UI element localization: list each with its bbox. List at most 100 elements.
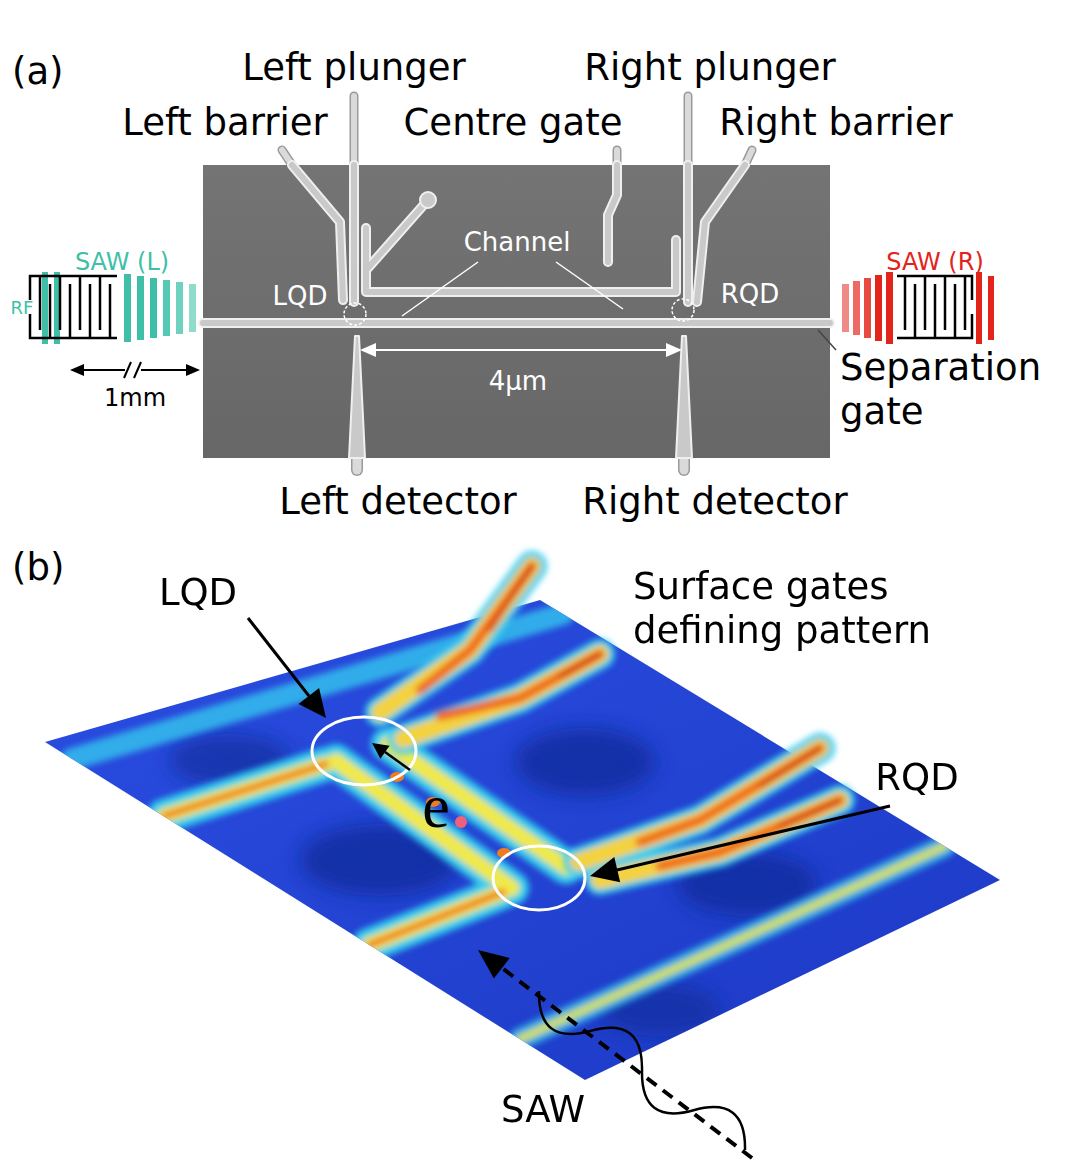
channel-gate — [368, 200, 428, 268]
gate-label: Right barrier — [719, 101, 952, 145]
left-barrier-gate — [292, 165, 343, 300]
region-label: Channel — [464, 227, 571, 258]
potential-ridge — [369, 892, 503, 945]
leader-line — [402, 262, 478, 316]
ridge-crest — [164, 764, 503, 945]
dot-label: LQD — [273, 281, 328, 312]
potential-ridge — [164, 764, 326, 816]
potential-ridge — [420, 566, 532, 690]
electron — [455, 816, 467, 828]
potential-ridge — [380, 566, 532, 712]
left-plunger-gate — [351, 165, 357, 302]
wave-bar — [875, 275, 882, 341]
arrow-head — [666, 343, 682, 357]
gate-lead — [685, 96, 691, 165]
dot-marker — [672, 299, 694, 321]
gate-label: Right detector — [582, 480, 847, 524]
interdigital-comb — [30, 276, 117, 338]
gate-ridges — [164, 744, 566, 945]
gate-lead — [678, 458, 690, 470]
gate-label: Left barrier — [122, 101, 328, 145]
signal-label: RF — [11, 297, 34, 319]
panel-label: (b) — [12, 546, 64, 590]
channel-gate — [366, 228, 676, 292]
dot-outline — [312, 717, 416, 785]
dimension-label: 1mm — [104, 384, 166, 413]
gate-lead — [680, 458, 689, 470]
wave-bar — [886, 272, 893, 344]
arrow-head — [372, 743, 390, 759]
leader-line — [556, 262, 623, 309]
interdigital-comb — [897, 276, 972, 338]
gate-pad — [420, 192, 436, 208]
potential-ridge — [780, 800, 840, 826]
arrow-head — [360, 343, 376, 357]
wave-bar — [976, 272, 982, 344]
potential-ridge — [560, 654, 600, 676]
arrow-head — [299, 688, 327, 718]
gate-lead — [351, 96, 357, 165]
potential-ridge — [369, 892, 503, 945]
wave-bar — [842, 284, 849, 332]
wave-bar — [853, 281, 860, 335]
wave-bar — [42, 272, 48, 344]
channel-wall — [336, 761, 512, 888]
gate-label: Centre gate — [404, 101, 623, 145]
panel-label: (a) — [12, 50, 64, 94]
gate-label: Right plunger — [584, 46, 835, 90]
arrow-head — [590, 857, 620, 882]
wave-bar — [988, 276, 994, 340]
transducer-right — [842, 272, 994, 344]
wave-bar — [864, 278, 871, 338]
gate-lead — [350, 96, 359, 165]
pointer-line — [617, 806, 890, 870]
surface-gates — [203, 165, 830, 458]
wave-label: SAW — [501, 1088, 585, 1132]
gate-bodies — [203, 165, 830, 323]
potential-ridge — [369, 892, 503, 945]
centre-gate — [608, 165, 617, 262]
gate-lead — [351, 458, 363, 470]
gate-label: Left detector — [279, 480, 517, 524]
wave-bar — [150, 278, 157, 338]
potential-ridge — [164, 764, 326, 816]
dimension-line — [372, 349, 670, 351]
ridge-flank — [164, 744, 566, 945]
annotation-label: Surface gates defining pattern — [633, 565, 963, 654]
right-plunger-gate — [683, 165, 693, 302]
left-detector-gate — [349, 336, 365, 458]
pointer-line — [248, 618, 309, 696]
wave-bar — [189, 284, 196, 332]
wave-bar — [137, 276, 144, 340]
potential-ridge — [440, 654, 600, 716]
potential-ridge — [579, 748, 820, 862]
potential-ridge — [660, 800, 840, 866]
transducer-label: SAW (R) — [886, 248, 984, 277]
separation-gate — [203, 320, 830, 326]
dot-label: RQD — [721, 279, 780, 310]
arrow-head — [70, 364, 84, 376]
potential-surface — [45, 600, 1000, 1080]
dot-outline — [493, 846, 585, 910]
left-barrier-gate — [292, 165, 343, 300]
arrow-head — [478, 950, 510, 979]
gate-label: Left plunger — [242, 46, 466, 90]
leader-line — [818, 330, 836, 350]
dot-marker — [344, 303, 366, 325]
potential-ridge — [760, 748, 820, 786]
sem-image — [203, 165, 830, 458]
transducer-label: SAW (L) — [75, 248, 169, 277]
separation-gate — [203, 318, 830, 328]
wave-bar — [163, 280, 170, 336]
wave-bar — [176, 282, 183, 334]
right-detector-gate — [676, 336, 692, 458]
dot-label: RQD — [875, 756, 958, 800]
potential-well — [515, 728, 655, 796]
potential-ridge — [380, 566, 532, 712]
wave-bar — [124, 274, 131, 342]
transducer-left — [30, 272, 200, 378]
break-mark — [124, 362, 141, 378]
ridge-halo — [164, 744, 566, 945]
potential-ridge — [490, 566, 532, 630]
